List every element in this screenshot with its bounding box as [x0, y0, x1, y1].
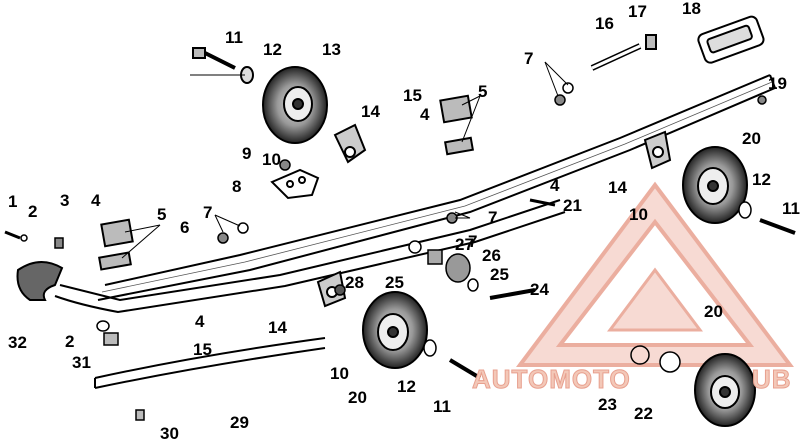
callout-14-lower: 14 [268, 318, 287, 337]
bracket-14-lower [316, 270, 347, 308]
callout-12-right: 12 [752, 170, 771, 189]
callout-23: 23 [598, 395, 617, 414]
bolt-11-top [192, 47, 254, 84]
bracket-14-right [643, 130, 672, 170]
watermark-triangle-core [607, 267, 703, 332]
callout-11-right: 11 [782, 199, 800, 218]
callout-1: 1 [8, 192, 17, 211]
callout-20-lower: 20 [348, 388, 367, 407]
callout-4-right: 4 [550, 176, 560, 195]
leader-lines [121, 61, 569, 259]
watermark-text-left: AUTOMOTO [472, 364, 631, 394]
callout-12-lower: 12 [397, 377, 416, 396]
callout-7-left: 7 [203, 203, 212, 222]
callout-17: 17 [628, 2, 647, 21]
hardware [4, 82, 796, 421]
callout-5-left: 5 [157, 205, 166, 224]
callout-7-top: 7 [524, 49, 533, 68]
callout-16: 16 [595, 14, 614, 33]
callout-18: 18 [682, 0, 701, 18]
watermark-text: AUTOMOTO UB [472, 364, 792, 395]
watermark-text-right: UB [752, 364, 792, 394]
callout-7-mid2: 7 [468, 232, 477, 251]
callout-21: 21 [563, 196, 582, 215]
slide-29 [94, 337, 326, 389]
callout-7-mid: 7 [488, 208, 497, 227]
callout-3: 3 [60, 191, 69, 210]
wheel-20-upper [682, 146, 748, 224]
callout-8: 8 [232, 177, 241, 196]
callout-31: 31 [72, 353, 91, 372]
callout-15-lower: 15 [193, 340, 212, 359]
callout-14-top: 14 [361, 102, 380, 121]
bracket-8 [270, 168, 320, 200]
callout-24: 24 [530, 280, 549, 299]
rail-upper [97, 74, 776, 301]
callout-28: 28 [345, 273, 364, 292]
callout-13: 13 [322, 40, 341, 59]
rail-lower [54, 199, 566, 314]
bracket-14-top [333, 123, 367, 164]
callouts: 1 2 2 3 4 4 4 4 5 5 6 7 7 7 7 8 9 10 10 … [8, 0, 800, 442]
callout-4-top: 4 [420, 105, 430, 124]
callout-20-right: 20 [704, 302, 723, 321]
callout-10-top: 10 [262, 150, 281, 169]
callout-22: 22 [634, 404, 653, 423]
callout-4-left: 4 [91, 191, 101, 210]
callout-11-top: 11 [225, 28, 243, 47]
callout-5-top: 5 [478, 82, 487, 101]
callout-4-lower: 4 [195, 312, 205, 331]
callout-15-top: 15 [403, 86, 422, 105]
wheel-20-middle [362, 291, 428, 369]
callout-9: 9 [242, 144, 251, 163]
rear-bracket [697, 15, 765, 64]
callout-20-top: 20 [742, 129, 761, 148]
callout-2-bottom: 2 [65, 332, 74, 351]
callout-2-left: 2 [28, 202, 37, 221]
callout-10-lower: 10 [330, 364, 349, 383]
callout-26: 26 [482, 246, 501, 265]
blocks-5-left [98, 218, 134, 271]
callout-25-right: 25 [490, 265, 509, 284]
callout-32: 32 [8, 333, 27, 352]
callout-30: 30 [160, 424, 179, 442]
callout-12-top: 12 [263, 40, 282, 59]
callout-6: 6 [180, 218, 189, 237]
callout-25-left: 25 [385, 273, 404, 292]
callout-14-right: 14 [608, 178, 627, 197]
callout-19: 19 [768, 74, 787, 93]
callout-27: 27 [455, 235, 474, 254]
callout-10-right: 10 [629, 205, 648, 224]
end-cap-32 [16, 261, 64, 301]
wheel-13 [262, 66, 328, 144]
blocks-5-top [439, 94, 475, 156]
callout-11-lower: 11 [433, 397, 451, 416]
wheel-20-lower [694, 353, 756, 427]
callout-29: 29 [230, 413, 249, 432]
watermark-logo [516, 181, 794, 367]
shaft-16 [590, 34, 657, 71]
